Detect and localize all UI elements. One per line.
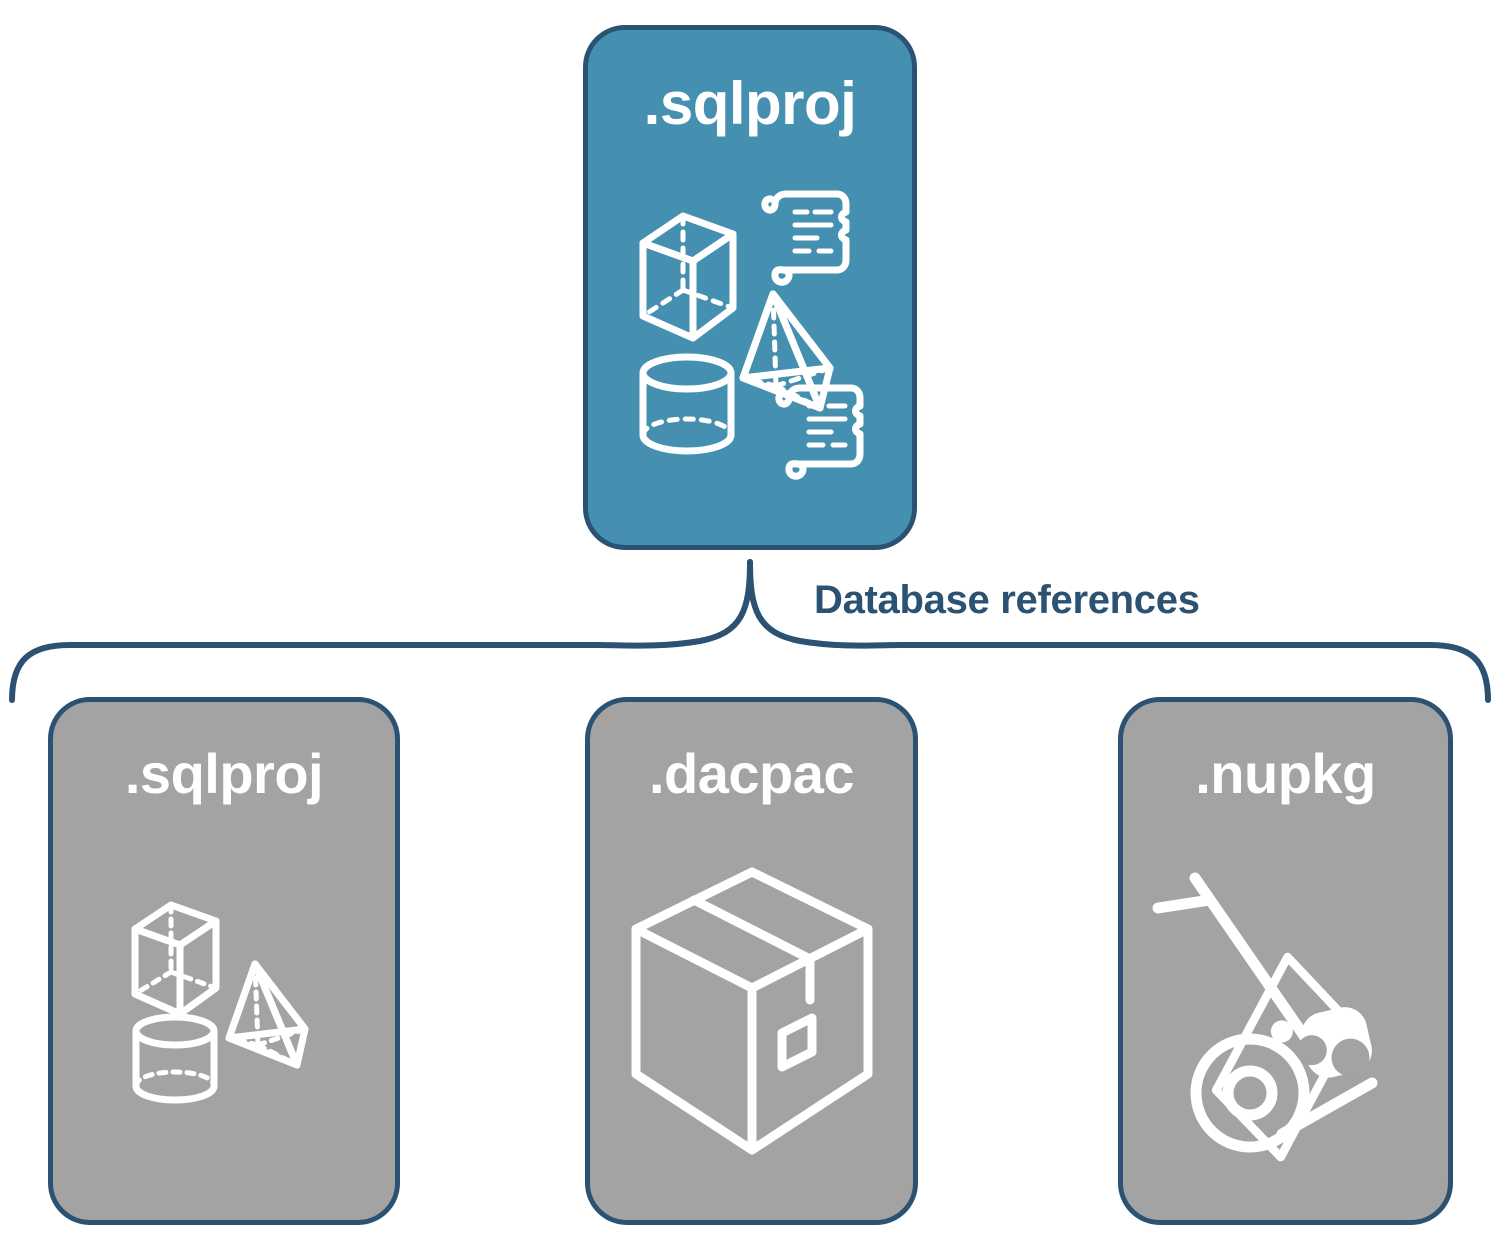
node-sqlproj-root-label: .sqlproj — [643, 70, 857, 137]
wireframe-pyramid-icon — [225, 960, 309, 1069]
node-nupkg-reference-label: .nupkg — [1195, 742, 1376, 805]
node-sqlproj-reference-artwork — [53, 802, 395, 1220]
database-objects-icon-group — [639, 190, 864, 480]
package-box-icon — [631, 867, 872, 1155]
wireframe-cube-icon — [131, 901, 220, 1018]
node-sqlproj-root-artwork — [588, 134, 912, 545]
node-dacpac-reference-label: .dacpac — [648, 742, 855, 805]
node-sqlproj-reference[interactable]: .sqlproj — [48, 697, 400, 1225]
node-dacpac-reference-artwork — [590, 802, 913, 1220]
node-sqlproj-root[interactable]: .sqlproj — [583, 25, 917, 550]
node-nupkg-reference[interactable]: .nupkg — [1118, 697, 1453, 1225]
wireframe-cylinder-icon — [132, 1013, 218, 1104]
database-objects-icon-group — [131, 901, 309, 1104]
scroll-icon — [761, 190, 850, 286]
wireframe-cube-icon — [639, 212, 737, 341]
node-dacpac-reference[interactable]: .dacpac — [585, 697, 918, 1225]
wireframe-cylinder-icon — [639, 353, 735, 454]
nuget-logo-glyph — [1270, 1007, 1372, 1078]
node-nupkg-reference-artwork — [1123, 802, 1448, 1220]
database-references-label: Database references — [814, 578, 1200, 622]
database-references-brace — [9, 559, 1491, 703]
scroll-icon — [775, 384, 864, 480]
hand-truck-wheel — [1190, 1033, 1310, 1152]
node-sqlproj-reference-label: .sqlproj — [124, 742, 324, 805]
